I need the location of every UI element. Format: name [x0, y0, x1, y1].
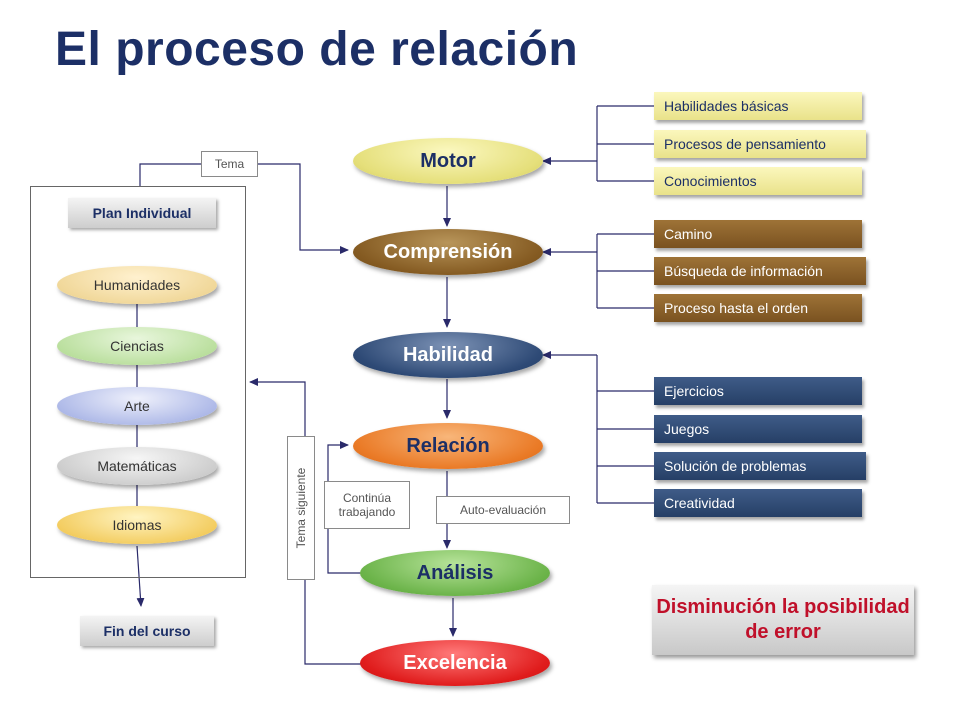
stage-relacion: Relación	[353, 423, 543, 469]
stage-motor: Motor	[353, 138, 543, 184]
stage-excelencia: Excelencia	[360, 640, 550, 686]
plan-individual-frame	[30, 186, 246, 578]
subject-matematicas: Matemáticas	[57, 447, 217, 485]
comprension-item-camino: Camino	[654, 220, 862, 248]
stage-analisis: Análisis	[360, 550, 550, 596]
tema-label: Tema	[201, 151, 258, 177]
auto-evaluacion-label: Auto-evaluación	[436, 496, 570, 524]
subject-idiomas: Idiomas	[57, 506, 217, 544]
continua-trabajando-label: Continúa trabajando	[324, 481, 410, 529]
plan-individual-title: Plan Individual	[68, 198, 216, 228]
page-title: El proceso de relación	[55, 23, 579, 76]
habilidad-item-juegos: Juegos	[654, 415, 862, 443]
motor-item-habilidades-basicas: Habilidades básicas	[654, 92, 862, 120]
habilidad-item-creatividad: Creatividad	[654, 489, 862, 517]
tema-siguiente-text: Tema siguiente	[294, 467, 308, 549]
tema-siguiente-label: Tema siguiente	[287, 436, 315, 580]
habilidad-item-ejercicios: Ejercicios	[654, 377, 862, 405]
habilidad-item-solucion: Solución de problemas	[654, 452, 866, 480]
fin-del-curso: Fin del curso	[80, 616, 214, 646]
stage-habilidad: Habilidad	[353, 332, 543, 378]
comprension-item-busqueda: Búsqueda de información	[654, 257, 866, 285]
motor-item-conocimientos: Conocimientos	[654, 167, 862, 195]
subject-humanidades: Humanidades	[57, 266, 217, 304]
subject-ciencias: Ciencias	[57, 327, 217, 365]
disminucion-callout: Disminución la posibilidad de error	[652, 585, 914, 655]
stage-comprension: Comprensión	[353, 229, 543, 275]
motor-item-procesos-pensamiento: Procesos de pensamiento	[654, 130, 866, 158]
comprension-item-proceso-orden: Proceso hasta el orden	[654, 294, 862, 322]
subject-arte: Arte	[57, 387, 217, 425]
